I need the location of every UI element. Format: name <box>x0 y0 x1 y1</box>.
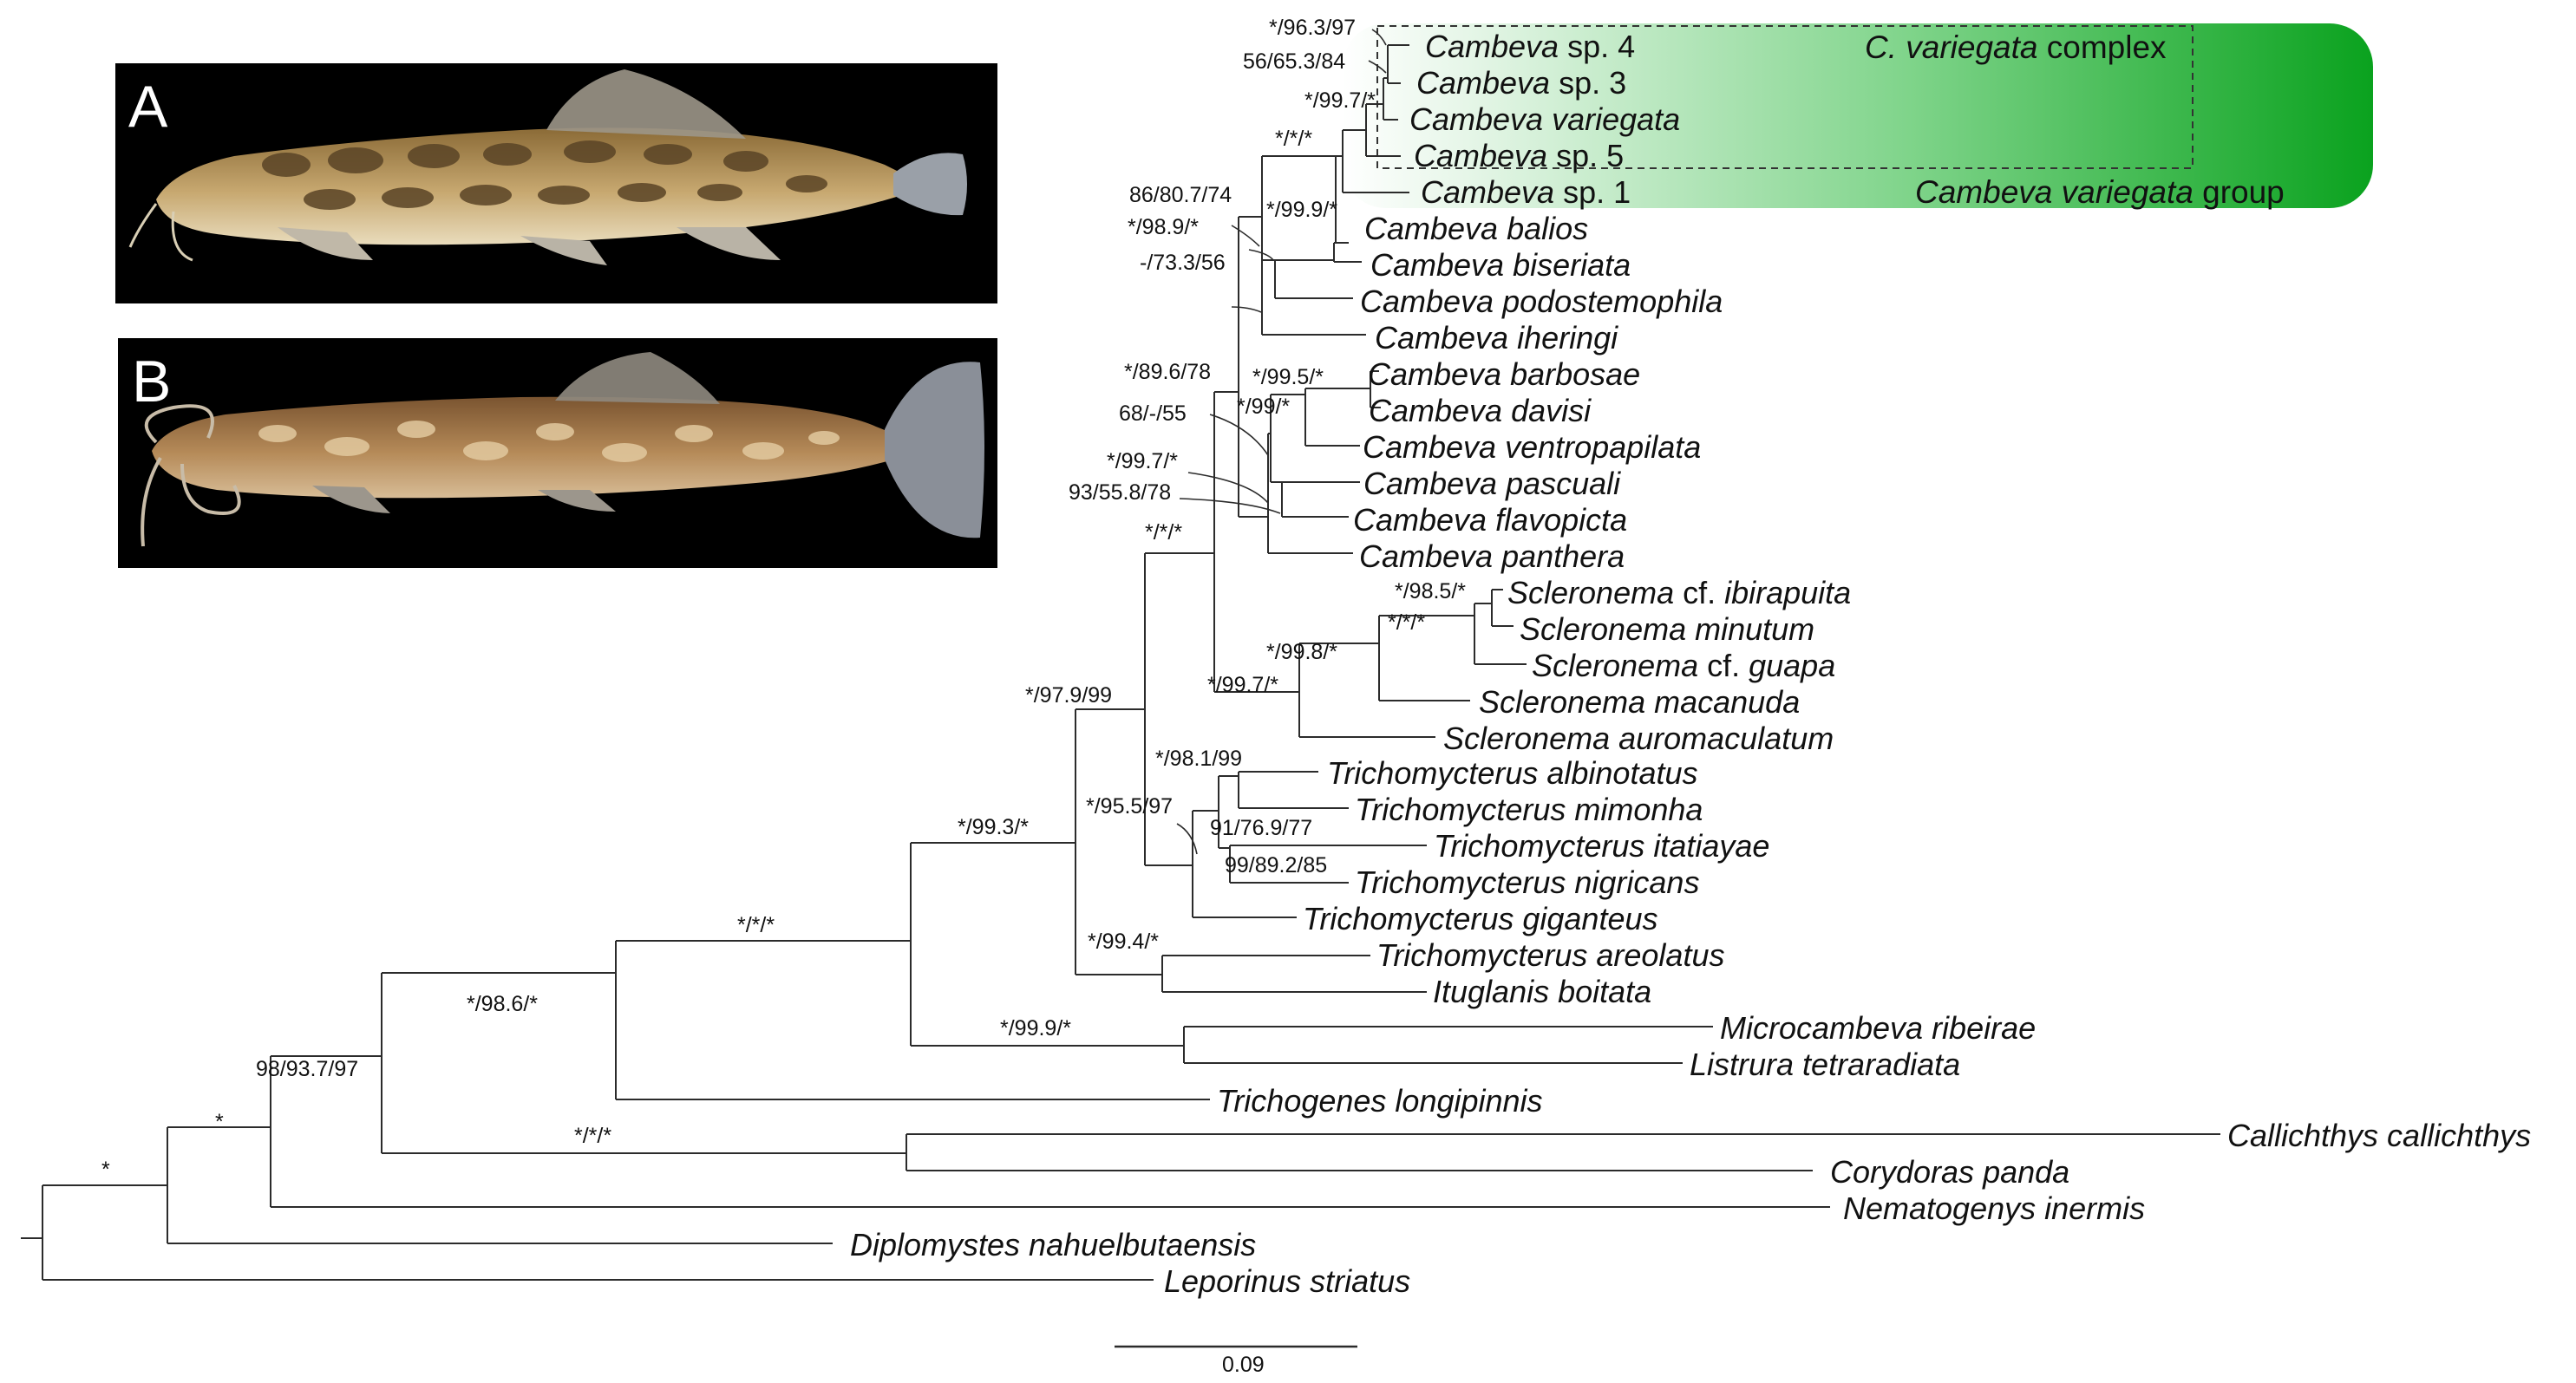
taxon-label: Cambeva sp. 4 <box>1425 29 1635 64</box>
taxon-label: Trichomycterus areolatus <box>1376 937 1724 973</box>
taxon-label: Scleronema minutum <box>1520 611 1814 647</box>
taxon-label: Listrura tetraradiata <box>1690 1047 1960 1082</box>
taxon-label: Cambeva balios <box>1364 211 1588 246</box>
panel-letter-b: B <box>132 349 171 414</box>
support-label: 86/80.7/74 <box>1129 183 1232 207</box>
complex-genus: C. variegata <box>1865 29 2038 65</box>
support-label: */99.3/* <box>958 815 1029 839</box>
support-label: */99.7/* <box>1304 88 1376 113</box>
support-leader <box>1179 498 1281 514</box>
taxon-label: Cambeva pascuali <box>1363 466 1621 501</box>
support-label: 68/-/55 <box>1119 401 1187 426</box>
support-label: */99/* <box>1237 395 1290 419</box>
support-leader <box>1231 306 1262 313</box>
tree-branches <box>21 29 2220 1281</box>
group-rest: group <box>2194 174 2285 210</box>
scale-bar: 0.09 <box>1115 1345 1357 1377</box>
taxon-label: Scleronema cf. guapa <box>1532 648 1835 683</box>
taxon-label: Trichomycterus mimonha <box>1355 792 1703 827</box>
support-leader <box>1176 823 1198 855</box>
taxon-label: Cambeva podostemophila <box>1360 284 1723 319</box>
support-label: */*/* <box>737 913 775 937</box>
variegata-group-highlight <box>1343 23 2373 208</box>
variegata-complex-box <box>1376 25 2194 169</box>
taxon-label: Cambeva ventropapilata <box>1363 429 1701 465</box>
taxon-label: Cambeva barbosae <box>1368 356 1640 392</box>
taxon-label: Cambeva sp. 3 <box>1416 65 1626 101</box>
support-leader <box>1187 472 1269 504</box>
taxon-label: Trichomycterus itatiayae <box>1434 828 1769 864</box>
scale-bar-label: 0.09 <box>1222 1353 1265 1377</box>
support-label: */89.6/78 <box>1124 360 1211 384</box>
support-label: */99.5/* <box>1252 365 1324 389</box>
taxon-label: Scleronema cf. ibirapuita <box>1507 575 1851 610</box>
taxon-label: Cambeva sp. 1 <box>1421 174 1631 210</box>
taxon-label: Cambeva davisi <box>1369 393 1592 428</box>
support-leader <box>1209 414 1269 456</box>
taxon-label: Diplomystes nahuelbutaensis <box>850 1227 1256 1262</box>
support-label: */99.8/* <box>1266 640 1337 664</box>
complex-rest: complex <box>2038 29 2167 65</box>
support-leader <box>1248 249 1274 261</box>
taxon-label: Cambeva iheringi <box>1375 320 1618 356</box>
support-label: */*/* <box>1388 610 1425 635</box>
taxon-label: Cambeva flavopicta <box>1353 502 1627 538</box>
variegata-complex-label: C. variegata complex <box>1865 29 2167 65</box>
variegata-group-label: Cambeva variegata group <box>1915 174 2285 210</box>
photo-panel-a: A <box>115 63 997 303</box>
taxon-label: Nematogenys inermis <box>1843 1191 2145 1226</box>
support-values: */96.3/97 56/65.3/84 */99.7/* */*/* 86/8… <box>101 16 1466 1182</box>
support-label: */98.9/* <box>1128 215 1199 239</box>
support-label: * <box>215 1110 224 1134</box>
taxon-label: Cambeva panthera <box>1359 538 1625 574</box>
taxon-label: Trichomycterus giganteus <box>1303 901 1658 936</box>
catfish-photo-a <box>128 69 967 265</box>
taxon-label: Cambeva variegata <box>1409 101 1680 137</box>
support-label: */*/* <box>574 1124 611 1148</box>
photo-panel-b: B <box>118 338 997 568</box>
support-label: */*/* <box>1145 520 1182 545</box>
support-label: 56/65.3/84 <box>1243 49 1345 74</box>
taxon-label: Trichomycterus albinotatus <box>1327 755 1698 791</box>
support-label: 93/55.8/78 <box>1069 480 1171 505</box>
support-label: */97.9/99 <box>1025 683 1112 708</box>
taxon-labels: Cambeva sp. 4 Cambeva sp. 3 Cambeva vari… <box>850 29 2531 1299</box>
support-label: */99.9/* <box>1000 1016 1071 1041</box>
group-genus: Cambeva variegata <box>1915 174 2194 210</box>
support-label: 91/76.9/77 <box>1210 816 1312 840</box>
taxon-label: Corydoras panda <box>1830 1154 2069 1190</box>
support-label: */99.7/* <box>1107 449 1178 473</box>
support-label: */*/* <box>1275 127 1312 151</box>
taxon-label: Scleronema macanuda <box>1479 684 1800 720</box>
taxon-label: Callichthys callichthys <box>2227 1118 2531 1153</box>
support-label: */99.9/* <box>1266 198 1337 222</box>
taxon-label: Scleronema auromaculatum <box>1443 721 1834 756</box>
support-leader <box>1368 60 1387 74</box>
taxon-label: Leporinus striatus <box>1164 1263 1410 1299</box>
taxon-label: Cambeva sp. 5 <box>1414 138 1624 173</box>
taxon-label: Ituglanis boitata <box>1433 974 1651 1009</box>
support-label: 98/93.7/97 <box>256 1057 358 1081</box>
support-label: -/73.3/56 <box>1140 251 1226 275</box>
taxon-label: Microcambeva ribeirae <box>1720 1010 2036 1046</box>
support-label: */98.6/* <box>467 992 538 1016</box>
taxon-label: Cambeva biseriata <box>1370 247 1631 283</box>
panel-letter-a: A <box>128 74 168 140</box>
support-label: */95.5/97 <box>1086 794 1173 819</box>
support-label: */98.1/99 <box>1155 747 1242 771</box>
support-label: */98.5/* <box>1395 579 1466 603</box>
support-label: * <box>101 1158 110 1182</box>
support-label: */96.3/97 <box>1269 16 1356 40</box>
catfish-photo-b <box>141 352 984 547</box>
support-leader <box>1371 29 1387 46</box>
support-label: */99.7/* <box>1207 673 1278 697</box>
support-leader <box>1231 225 1260 247</box>
taxon-label: Trichomycterus nigricans <box>1355 864 1699 900</box>
taxon-label: Trichogenes longipinnis <box>1217 1083 1543 1119</box>
support-label: 99/89.2/85 <box>1225 853 1327 877</box>
support-label: */99.4/* <box>1088 930 1159 954</box>
